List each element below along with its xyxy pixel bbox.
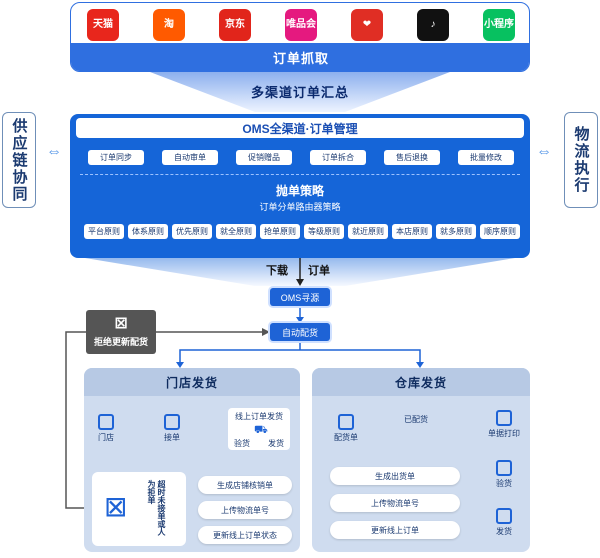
multi-channel-label: 多渠道订单汇总 xyxy=(250,85,349,100)
document-icon xyxy=(338,414,354,430)
oms-function-chip: 自动审单 xyxy=(162,150,218,165)
dispatched-label: 已配货 xyxy=(404,415,428,424)
auto-dispatch-pill: 自动配货 xyxy=(270,323,330,341)
platform-box: 天猫 淘 京东 唯品会 ❤ ♪ 小程序 订单抓取 xyxy=(70,2,530,72)
store-icon xyxy=(98,414,114,430)
strategy-rule-chip: 体系原则 xyxy=(128,224,168,239)
vip-logo: 唯品会 xyxy=(285,9,317,41)
box-icon xyxy=(496,508,512,524)
jd-logo: 京东 xyxy=(219,9,251,41)
douyin-logo: ♪ xyxy=(417,9,449,41)
svg-text:⇔: ⇔ xyxy=(536,143,552,160)
store-icon-label: 门店 xyxy=(98,433,114,442)
accept-icon-label: 接单 xyxy=(164,433,180,442)
tmall-logo: 天猫 xyxy=(87,9,119,41)
oms-function-chip: 批量修改 xyxy=(458,150,514,165)
check-label: 验货 xyxy=(234,439,250,448)
strategy-rule-chip: 抢单原则 xyxy=(260,224,300,239)
oms-title: OMS全渠道·订单管理 xyxy=(76,118,524,138)
warehouse-step-button: 上传物流单号 xyxy=(330,494,460,512)
printer-icon xyxy=(496,410,512,426)
clipboard-check-icon xyxy=(164,414,180,430)
store-step-button: 生成店铺核销单 xyxy=(198,476,292,494)
warehouse-title: 仓库发货 xyxy=(312,368,530,396)
scan-icon xyxy=(496,460,512,476)
store-step-button: 更新线上订单状态 xyxy=(198,526,292,544)
divider xyxy=(80,174,520,175)
download-label: 下载 xyxy=(266,265,288,277)
strategy-rule-chip: 平台原则 xyxy=(84,224,124,239)
platform-logos: 天猫 淘 京东 唯品会 ❤ ♪ 小程序 xyxy=(71,9,529,41)
strategy-rule-chip: 本店原则 xyxy=(392,224,432,239)
taobao-logo: 淘 xyxy=(153,9,185,41)
print-label: 单据打印 xyxy=(488,429,520,438)
timeout-box: ⊠ 超时未接单或人为拒单 xyxy=(92,472,186,546)
package-x-icon: ⊠ xyxy=(114,315,128,332)
store-step-button: 上传物流单号 xyxy=(198,501,292,519)
oms-function-chip: 促销赠品 xyxy=(236,150,292,165)
oms-source-pill: OMS寻源 xyxy=(270,288,330,306)
print-icon-group: 单据打印 xyxy=(484,410,524,439)
strategy-subtitle: 订单分单路由器策略 xyxy=(259,202,341,212)
warehouse-step-button: 生成出货单 xyxy=(330,467,460,485)
wh-check-label: 验货 xyxy=(496,479,512,488)
strategy-rule-chip: 就全原则 xyxy=(216,224,256,239)
warehouse-step-button: 更新线上订单 xyxy=(330,521,460,539)
strategy-title: 抛单策略 xyxy=(275,184,324,198)
strategy-rule-chip: 顺序原则 xyxy=(480,224,520,239)
logistics-box: 物流执行 xyxy=(564,112,598,208)
oms-function-chip: 订单拆合 xyxy=(310,150,366,165)
wh-check-group: 验货 xyxy=(490,460,518,489)
timeout-label: 超时未接单或人为拒单 xyxy=(147,480,166,536)
wh-ship-group: 发货 xyxy=(490,508,518,537)
svg-text:⇔: ⇔ xyxy=(46,143,62,160)
package-x-icon-blue: ⊠ xyxy=(104,491,128,522)
dispatch-icon-group: 配货单 xyxy=(326,414,366,443)
reject-box: ⊠ 拒绝更新配货 xyxy=(86,310,156,354)
wh-ship-label: 发货 xyxy=(496,527,512,536)
oms-function-chip: 售后退换 xyxy=(384,150,440,165)
strategy-rule-chip: 就多原则 xyxy=(436,224,476,239)
order-label: 订单 xyxy=(308,265,330,277)
store-title: 门店发货 xyxy=(84,368,300,396)
online-ship-label: 线上订单发货 xyxy=(235,412,283,421)
ship-label: 发货 xyxy=(268,439,284,448)
truck-icon: ⛟ xyxy=(254,424,268,436)
strategy-rule-chip: 等级原则 xyxy=(304,224,344,239)
pinduoduo-logo: ❤ xyxy=(351,9,383,41)
funnel-top xyxy=(150,72,450,112)
oms-function-chip: 订单同步 xyxy=(88,150,144,165)
oms-panel: OMS全渠道·订单管理 订单同步 自动审单 促销赠品 订单拆合 售后退换 批量修改 抛单策… xyxy=(70,114,530,258)
strategy-rule-chip: 就近原则 xyxy=(348,224,388,239)
dispatch-label: 配货单 xyxy=(334,433,358,442)
order-fetch-bar: 订单抓取 xyxy=(71,43,529,71)
miniprogram-logo: 小程序 xyxy=(483,9,515,41)
supply-chain-box: 供应链协同 xyxy=(2,112,36,208)
online-ship-box: 线上订单发货 ⛟ 验货 发货 xyxy=(228,408,290,450)
accept-icon-group: 接单 xyxy=(158,414,186,443)
strategy-rule-chip: 优先原则 xyxy=(172,224,212,239)
reject-label: 拒绝更新配货 xyxy=(93,337,148,347)
store-icon-group: 门店 xyxy=(92,414,120,443)
